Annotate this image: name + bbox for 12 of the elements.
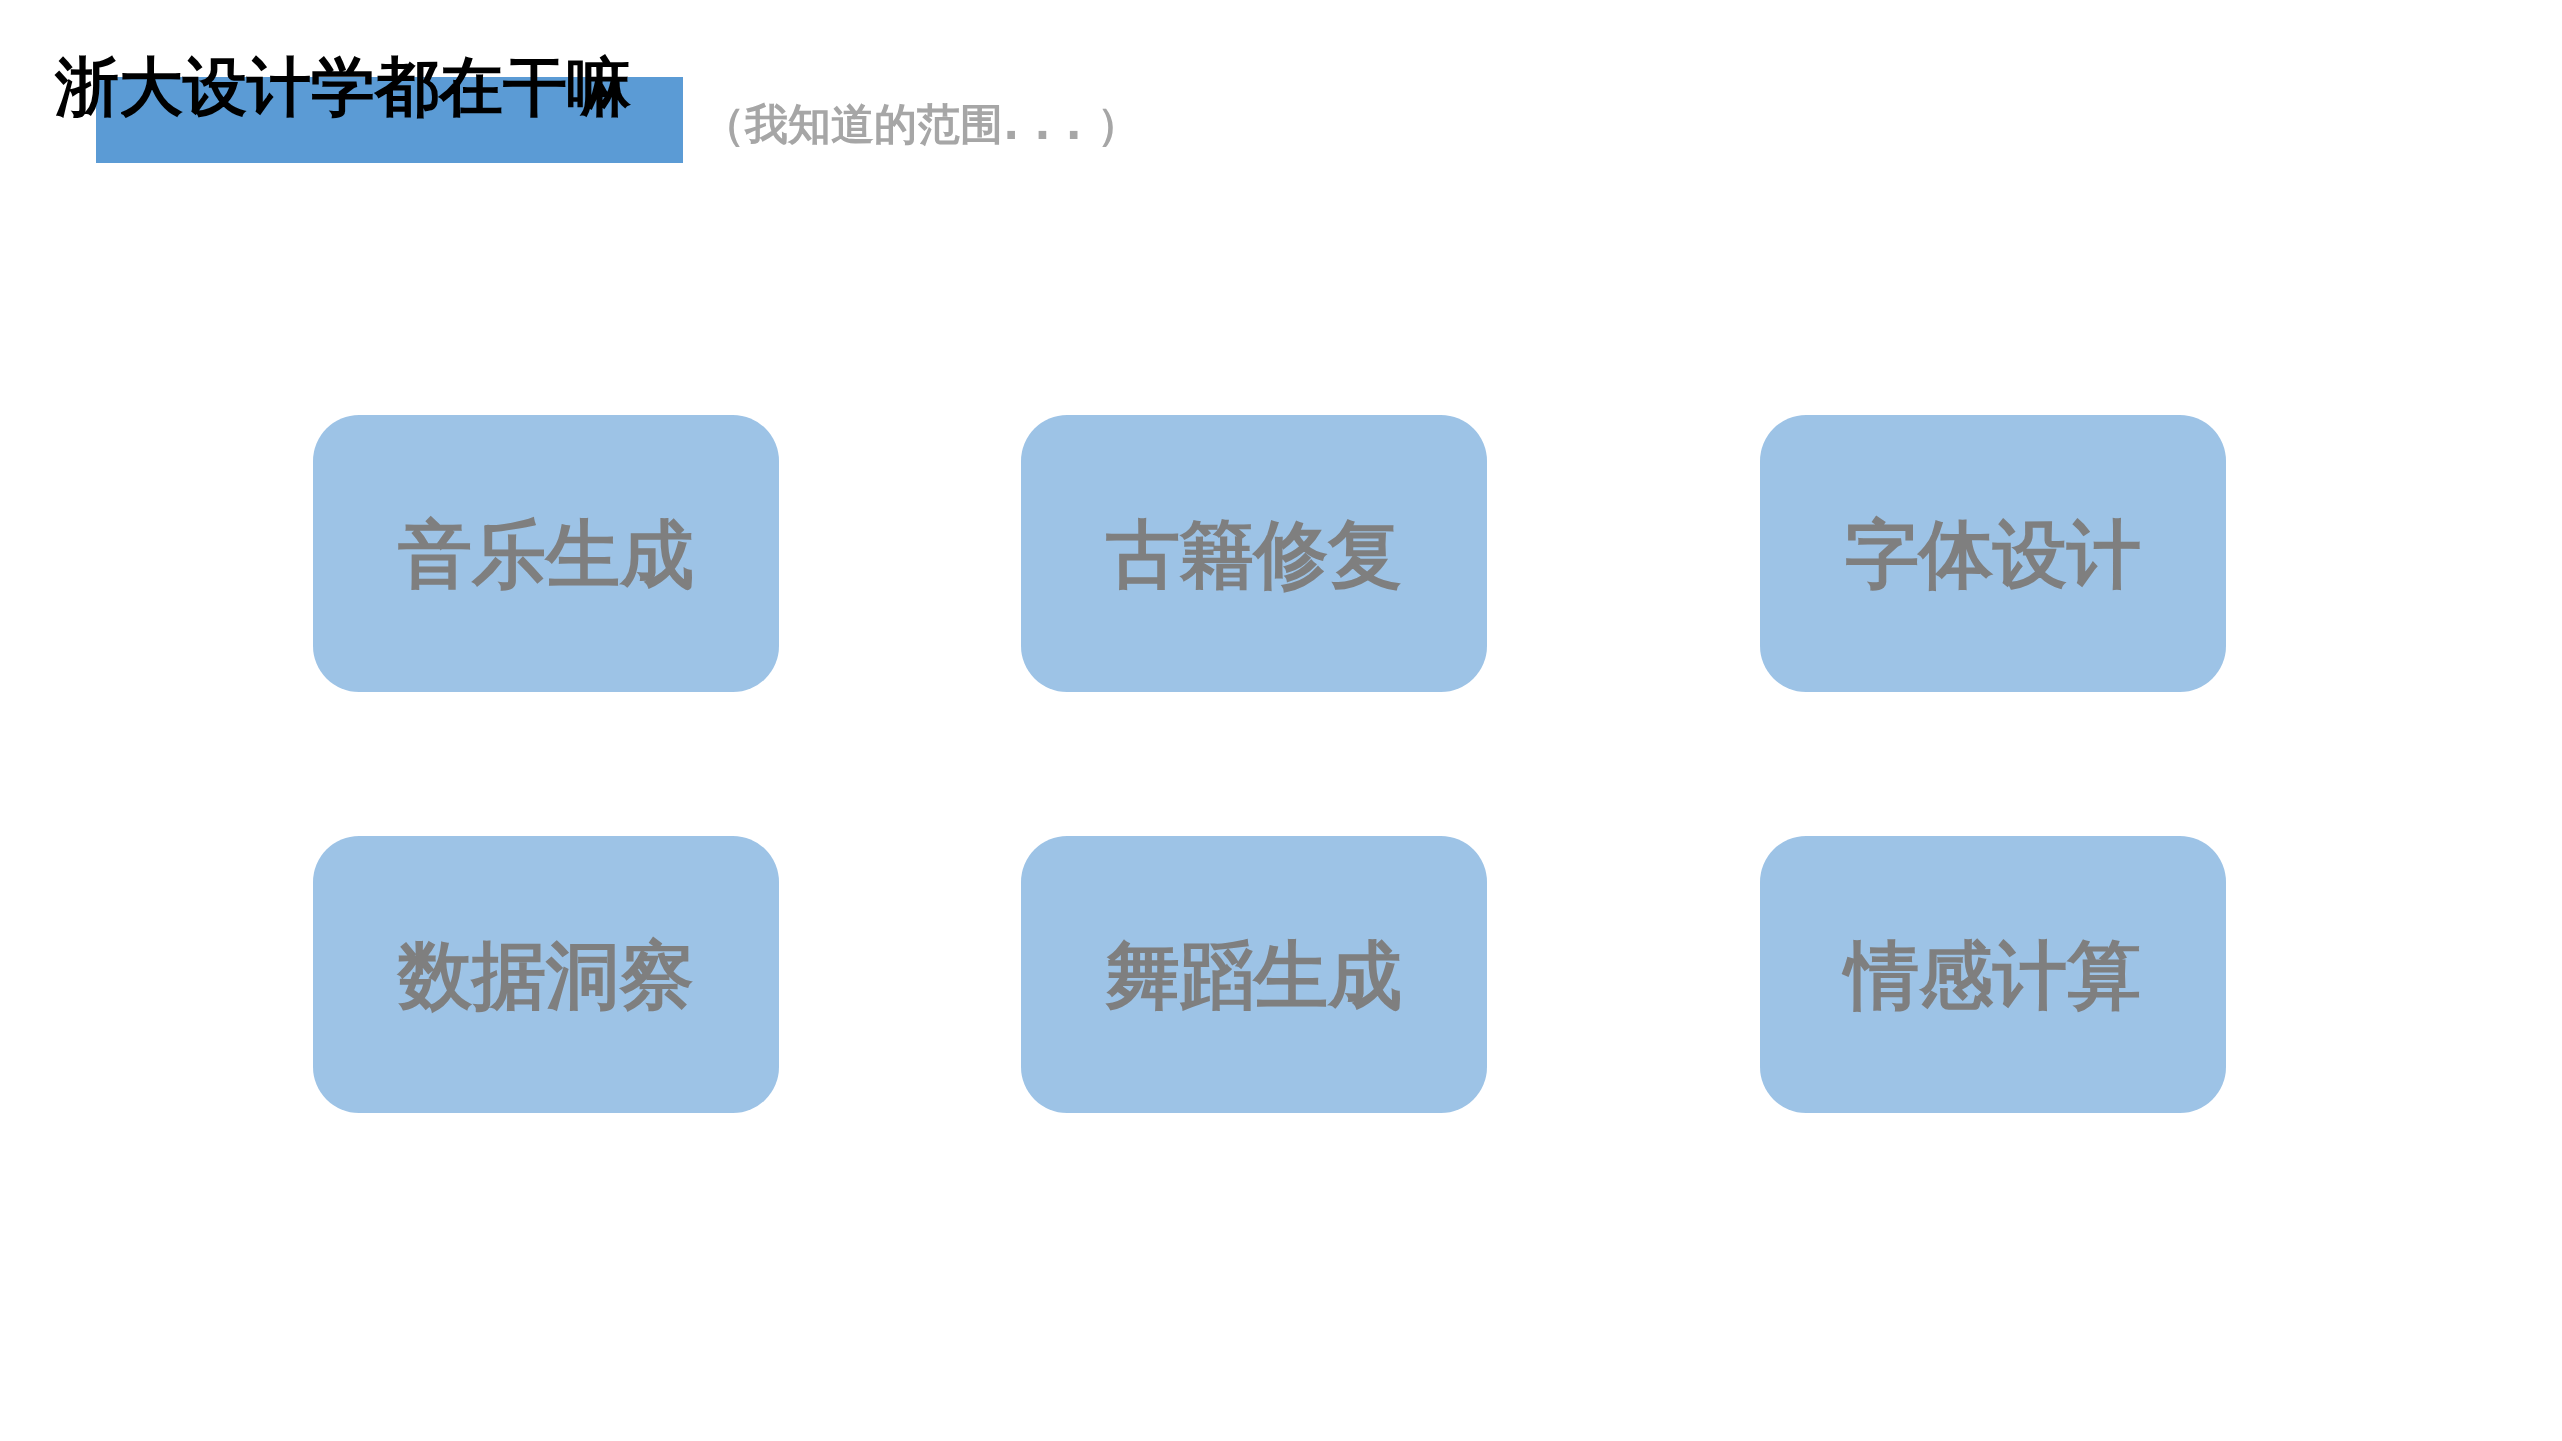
rounded-box [313, 415, 779, 692]
box-label: 字体设计 [1845, 511, 2141, 596]
box-label: 数据洞察 [398, 932, 694, 1017]
rounded-box [1760, 836, 2226, 1113]
rounded-box [1021, 415, 1487, 692]
box-label: 古籍修复 [1106, 511, 1402, 596]
subtitle: （我知道的范围. . . ） [702, 98, 1140, 150]
box-label: 音乐生成 [398, 511, 694, 596]
rounded-box [1760, 415, 2226, 692]
rounded-box [313, 836, 779, 1113]
rounded-box [1021, 836, 1487, 1113]
box-label: 舞蹈生成 [1106, 932, 1402, 1017]
